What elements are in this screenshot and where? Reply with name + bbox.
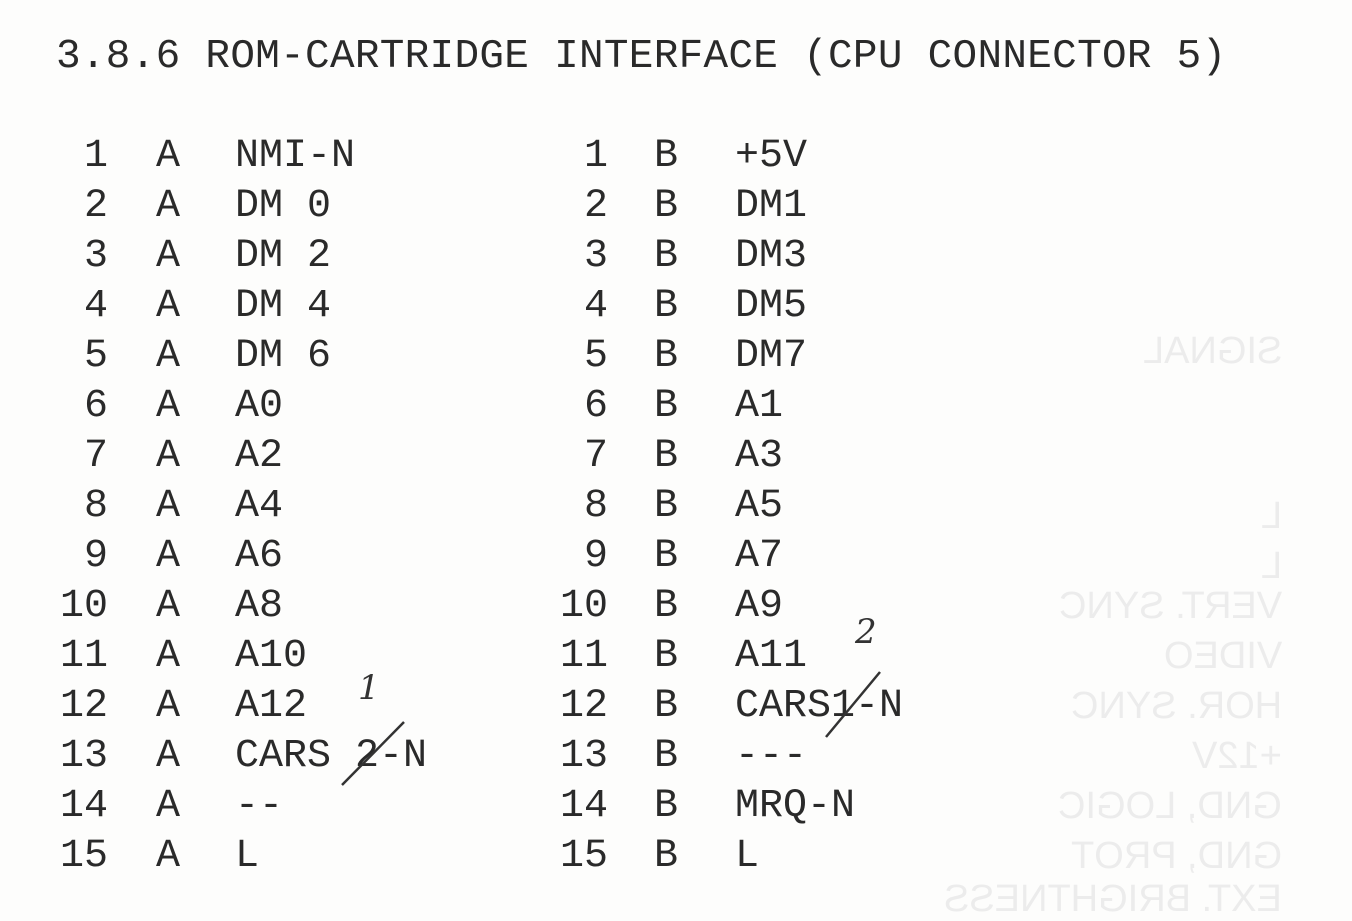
pin-signal: L <box>735 834 760 879</box>
pin-number: 10 <box>59 584 108 629</box>
pin-number: 7 <box>83 434 108 479</box>
pin-side: B <box>654 284 679 329</box>
pin-signal: MRQ-N <box>735 784 856 829</box>
pin-number: 10 <box>559 584 608 629</box>
pin-number: 14 <box>59 784 108 829</box>
pin-signal: A7 <box>735 534 784 579</box>
pin-number: 5 <box>583 334 608 379</box>
pin-signal: CARS 2-N <box>235 734 428 779</box>
pin-signal: A6 <box>235 534 284 579</box>
pin-signal: A11 <box>735 634 808 679</box>
pin-side: B <box>654 834 679 879</box>
pin-number: 1 <box>583 134 608 179</box>
pin-number: 5 <box>83 334 108 379</box>
pin-number: 3 <box>83 234 108 279</box>
pin-number: 12 <box>559 684 608 729</box>
pin-side: A <box>156 534 181 579</box>
pin-number: 2 <box>583 184 608 229</box>
pin-signal: DM 4 <box>235 284 332 329</box>
pin-number: 1 <box>83 134 108 179</box>
pin-signal: A1 <box>735 384 784 429</box>
pin-signal: +5V <box>735 134 808 179</box>
pin-side: A <box>156 684 181 729</box>
pin-signal: DM 2 <box>235 234 332 279</box>
pin-number: 3 <box>583 234 608 279</box>
pin-signal: --- <box>735 734 808 779</box>
pin-side: A <box>156 834 181 879</box>
pin-number: 8 <box>83 484 108 529</box>
strike-left <box>341 721 405 786</box>
pin-side: B <box>654 184 679 229</box>
strike-right <box>825 671 881 738</box>
pin-signal: A3 <box>735 434 784 479</box>
pin-signal: DM1 <box>735 184 808 229</box>
pin-number: 4 <box>583 284 608 329</box>
pin-signal: DM5 <box>735 284 808 329</box>
pin-signal: A5 <box>735 484 784 529</box>
pin-side: A <box>156 334 181 379</box>
pin-side: A <box>156 384 181 429</box>
pin-signal: A0 <box>235 384 284 429</box>
pin-number: 6 <box>583 384 608 429</box>
pin-signal: A9 <box>735 584 784 629</box>
pin-signal: DM 6 <box>235 334 332 379</box>
pin-side: B <box>654 534 679 579</box>
pin-signal: -- <box>235 784 284 829</box>
pin-side: B <box>654 784 679 829</box>
pin-side: A <box>156 634 181 679</box>
pin-side: B <box>654 234 679 279</box>
pin-signal: A12 <box>235 684 308 729</box>
pin-side: B <box>654 684 679 729</box>
handwritten-correction-left: 1 <box>358 668 380 708</box>
pin-side: B <box>654 584 679 629</box>
pin-number: 15 <box>559 834 608 879</box>
pin-number: 6 <box>83 384 108 429</box>
pin-side: B <box>654 484 679 529</box>
pin-side: A <box>156 284 181 329</box>
pin-side: A <box>156 184 181 229</box>
pin-number: 11 <box>559 634 608 679</box>
pin-side: A <box>156 234 181 279</box>
pin-signal: DM7 <box>735 334 808 379</box>
pin-number: 9 <box>83 534 108 579</box>
pin-side: A <box>156 434 181 479</box>
pin-side: B <box>654 434 679 479</box>
pin-side: A <box>156 484 181 529</box>
pin-side: A <box>156 584 181 629</box>
pin-signal: L <box>235 834 260 879</box>
pin-number: 15 <box>59 834 108 879</box>
handwritten-correction-right: 2 <box>855 612 877 652</box>
page-title: 3.8.6 ROM-CARTRIDGE INTERFACE (CPU CONNE… <box>56 34 1227 80</box>
pin-number: 11 <box>59 634 108 679</box>
pin-signal: A8 <box>235 584 284 629</box>
pin-side: B <box>654 634 679 679</box>
pin-signal: DM3 <box>735 234 808 279</box>
pin-number: 4 <box>83 284 108 329</box>
pin-number: 13 <box>59 734 108 779</box>
pin-number: 14 <box>559 784 608 829</box>
pin-number: 13 <box>559 734 608 779</box>
pin-side: A <box>156 734 181 779</box>
pin-signal: DM 0 <box>235 184 332 229</box>
pin-number: 7 <box>583 434 608 479</box>
pin-signal: CARS1-N <box>735 684 904 729</box>
pin-side: B <box>654 384 679 429</box>
pin-side: B <box>654 334 679 379</box>
pin-side: A <box>156 784 181 829</box>
pin-number: 9 <box>583 534 608 579</box>
pin-signal: A10 <box>235 634 308 679</box>
pin-signal: NMI-N <box>235 134 356 179</box>
pin-side: A <box>156 134 181 179</box>
pin-side: B <box>654 734 679 779</box>
pin-signal: A4 <box>235 484 284 529</box>
pin-number: 12 <box>59 684 108 729</box>
pin-number: 8 <box>583 484 608 529</box>
pin-side: B <box>654 134 679 179</box>
pin-number: 2 <box>83 184 108 229</box>
pin-signal: A2 <box>235 434 284 479</box>
